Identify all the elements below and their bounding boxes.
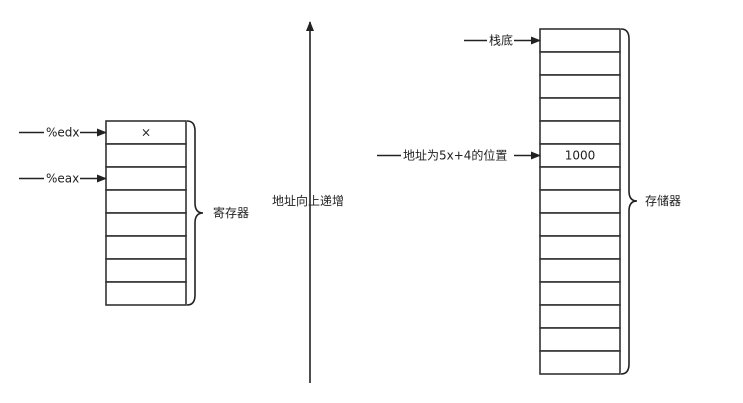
memory-cell [539, 327, 621, 352]
registers-cell [105, 212, 187, 237]
memory-cell [539, 350, 621, 375]
memory-cell [539, 235, 621, 260]
registers-cell [105, 166, 187, 191]
memory-cell [539, 97, 621, 122]
memory-cell [539, 281, 621, 306]
register-brace [186, 120, 204, 306]
address-axis-label: 地址向上递增 [272, 193, 344, 208]
registers-cell [105, 258, 187, 283]
memory-cell [539, 212, 621, 237]
registers-cell-value: × [141, 126, 151, 140]
memory-cell [539, 166, 621, 191]
pointer-label: 栈底 [489, 33, 513, 48]
register-label: 寄存器 [213, 205, 249, 220]
memory-cell [539, 120, 621, 145]
memory-cell [539, 51, 621, 76]
registers-cell [105, 143, 187, 168]
register-stack: × %edx %eax [19, 120, 187, 306]
pointer-label: 地址为5x+4的位置 [403, 148, 507, 163]
pointer-label: %edx [46, 126, 80, 140]
registers-cell [105, 281, 187, 306]
memory-cell [539, 304, 621, 329]
memory-cell [539, 74, 621, 99]
memory-cell [539, 189, 621, 214]
memory-cell [539, 258, 621, 283]
memory-cell-value: 1000 [565, 149, 596, 163]
registers-cell [105, 235, 187, 260]
memory-cell [539, 28, 621, 53]
registers-cell [105, 189, 187, 214]
memory-brace [620, 28, 638, 375]
pointer-label: %eax [46, 172, 79, 186]
memory-label: 存储器 [645, 193, 681, 208]
